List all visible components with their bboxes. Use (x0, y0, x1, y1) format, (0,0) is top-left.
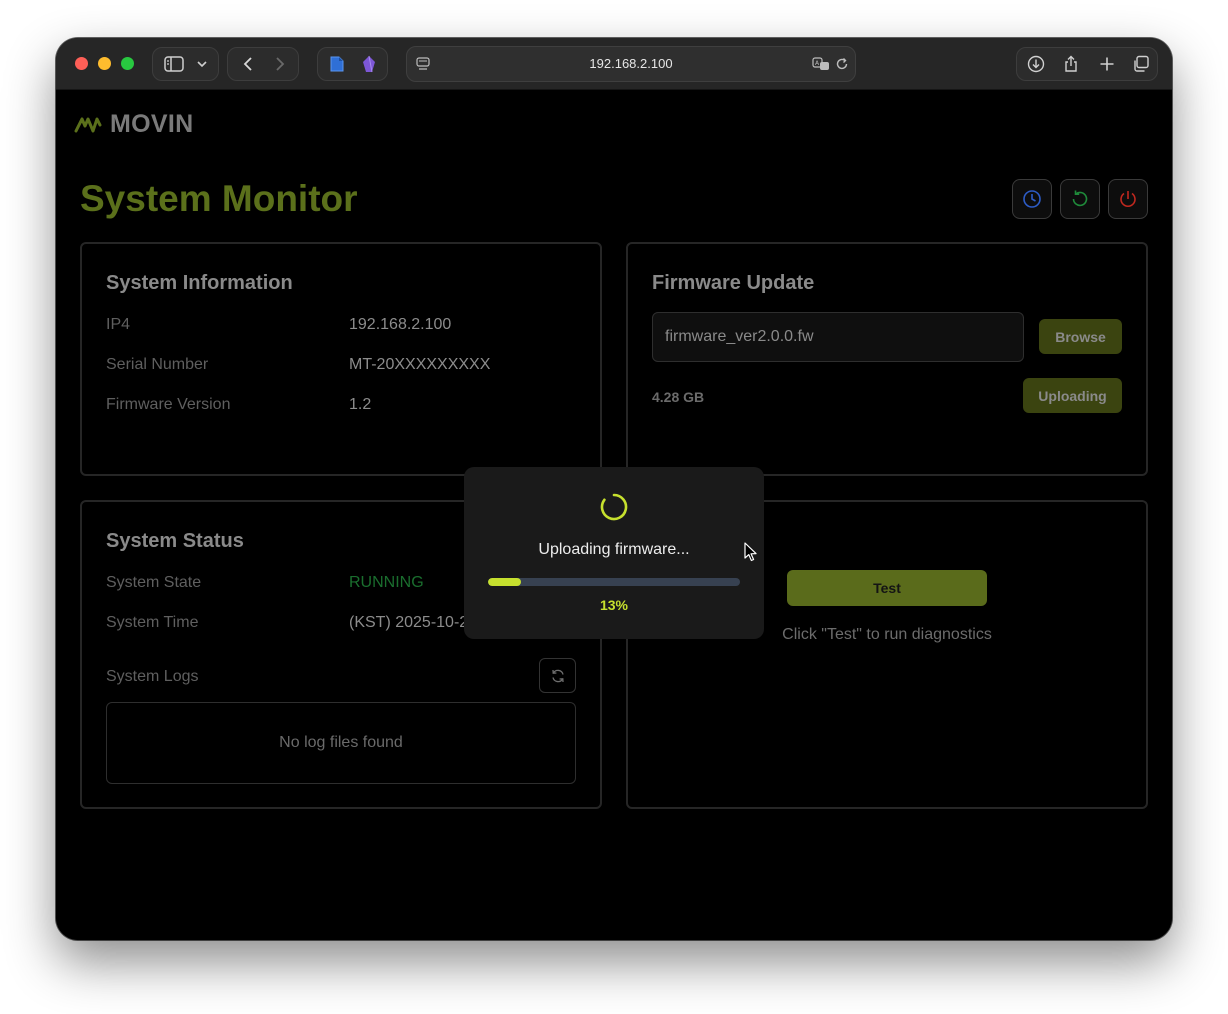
browser-window: 192.168.2.100 A MOVIN Sys (56, 38, 1172, 940)
log-list: No log files found (106, 702, 576, 784)
movin-logo-icon (74, 116, 102, 134)
power-icon (1118, 189, 1138, 209)
card-title: System Status (106, 530, 244, 553)
new-tab-icon[interactable] (1091, 48, 1123, 80)
sidebar-toggle-group (152, 47, 219, 81)
close-window-button[interactable] (75, 57, 88, 70)
forward-icon[interactable] (264, 48, 296, 80)
address-bar[interactable]: 192.168.2.100 A (406, 46, 856, 82)
schedule-button[interactable] (1012, 179, 1052, 219)
download-icon[interactable] (1020, 48, 1052, 80)
page-title: System Monitor (80, 178, 358, 220)
firmware-version-value: 1.2 (349, 396, 371, 414)
empty-logs-message: No log files found (279, 734, 403, 752)
restart-button[interactable] (1060, 179, 1100, 219)
mouse-cursor-icon (744, 542, 758, 562)
brand[interactable]: MOVIN (74, 110, 193, 139)
system-logs-label: System Logs (106, 668, 198, 686)
refresh-icon (550, 668, 566, 684)
minimize-window-button[interactable] (98, 57, 111, 70)
firmware-version-label: Firmware Version (106, 396, 230, 414)
sidebar-icon[interactable] (159, 48, 189, 80)
spinner-icon (599, 492, 629, 522)
upload-button[interactable]: Uploading (1023, 378, 1122, 413)
upload-message: Uploading firmware... (464, 541, 764, 559)
upload-progress-dialog: Uploading firmware... 13% (464, 467, 764, 639)
ip4-label: IP4 (106, 316, 130, 334)
url-text: 192.168.2.100 (407, 56, 855, 71)
system-time-label: System Time (106, 614, 198, 632)
page-content: MOVIN System Monitor System Information … (56, 90, 1172, 940)
upload-progress-bar (488, 578, 740, 586)
firmware-file-field[interactable]: firmware_ver2.0.0.fw (652, 312, 1024, 362)
system-information-card: System Information IP4 192.168.2.100 Ser… (80, 242, 602, 476)
brand-name: MOVIN (110, 110, 193, 139)
translate-icon[interactable]: A (812, 57, 830, 71)
card-title: Firmware Update (652, 272, 814, 295)
test-button[interactable]: Test (787, 570, 987, 606)
extensions-group (317, 47, 388, 81)
tab-overview-icon[interactable] (1125, 48, 1157, 80)
browser-actions-group (1016, 47, 1158, 81)
svg-text:A: A (815, 60, 820, 67)
document-extension-icon[interactable] (322, 48, 352, 80)
refresh-icon (1070, 189, 1090, 209)
browse-button[interactable]: Browse (1039, 319, 1122, 354)
card-title: System Information (106, 272, 293, 295)
chevron-down-icon[interactable] (191, 48, 213, 80)
share-icon[interactable] (1055, 48, 1087, 80)
gem-extension-icon[interactable] (354, 48, 384, 80)
serial-number-value: MT-20XXXXXXXXX (349, 356, 490, 374)
system-state-label: System State (106, 574, 201, 592)
refresh-logs-button[interactable] (539, 658, 576, 693)
navigation-group (227, 47, 299, 81)
upload-percent: 13% (464, 597, 764, 613)
browser-toolbar: 192.168.2.100 A (56, 38, 1172, 90)
reload-icon[interactable] (835, 57, 849, 71)
serial-number-label: Serial Number (106, 356, 208, 374)
zoom-window-button[interactable] (121, 57, 134, 70)
firmware-update-card: Firmware Update firmware_ver2.0.0.fw Bro… (626, 242, 1148, 476)
ip4-value: 192.168.2.100 (349, 316, 451, 334)
clock-icon (1022, 189, 1042, 209)
system-state-value: RUNNING (349, 574, 424, 592)
file-size: 4.28 GB (652, 389, 704, 405)
upload-progress-fill (488, 578, 521, 586)
power-button[interactable] (1108, 179, 1148, 219)
back-icon[interactable] (232, 48, 264, 80)
